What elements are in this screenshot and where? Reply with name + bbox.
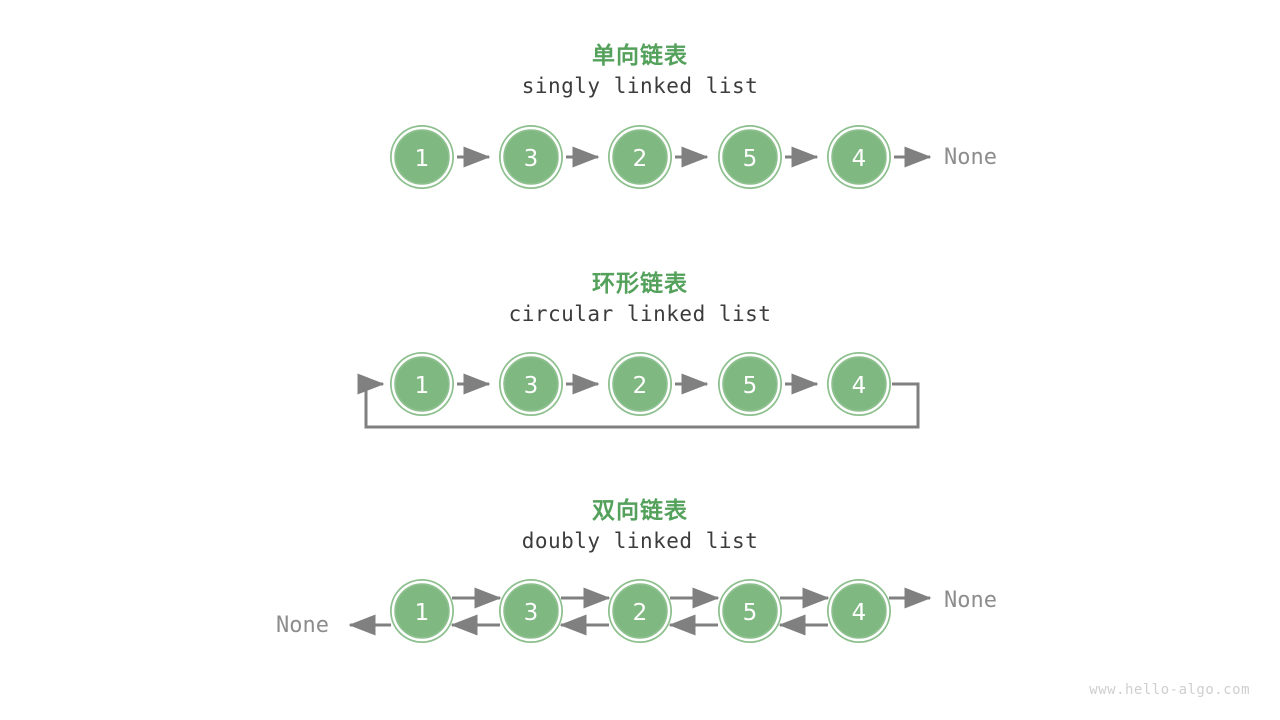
doubly-node-3: 2: [608, 579, 672, 643]
circular-node-2: 3: [499, 352, 563, 416]
node-value: 1: [415, 600, 430, 626]
node-value: 3: [524, 600, 539, 626]
node-value: 3: [524, 146, 539, 172]
watermark: www.hello-algo.com: [1089, 682, 1250, 698]
node-value: 5: [743, 146, 758, 172]
circular-loop-path: [357, 373, 920, 429]
singly-node-4: 5: [718, 125, 782, 189]
doubly-node-2: 3: [499, 579, 563, 643]
node-value: 2: [633, 146, 648, 172]
doubly-node-5: 4: [827, 579, 891, 643]
singly-section-subtitle: singly linked list: [521, 74, 759, 98]
node-value: 1: [415, 146, 430, 172]
singly-section-title: 单向链表: [592, 43, 688, 69]
node-value: 5: [743, 600, 758, 626]
singly-node-2: 3: [499, 125, 563, 189]
circular-section-subtitle: circular linked list: [508, 302, 772, 326]
node-value: 4: [852, 373, 867, 399]
doubly-section-subtitle: doubly linked list: [521, 529, 759, 553]
doubly-node-1: 1: [390, 579, 454, 643]
doubly-head-none-label: None: [276, 613, 329, 638]
doubly-node-4: 5: [718, 579, 782, 643]
circular-section-title: 环形链表: [592, 271, 688, 297]
node-value: 2: [633, 373, 648, 399]
singly-tail-none-label: None: [944, 145, 997, 170]
singly-node-3: 2: [608, 125, 672, 189]
circular-node-3: 2: [608, 352, 672, 416]
singly-node-1: 1: [390, 125, 454, 189]
node-value: 3: [524, 373, 539, 399]
circular-node-5: 4: [827, 352, 891, 416]
node-value: 1: [415, 373, 430, 399]
doubly-tail-none-label: None: [944, 588, 997, 613]
doubly-section-title: 双向链表: [592, 498, 688, 524]
node-value: 2: [633, 600, 648, 626]
circular-node-1: 1: [390, 352, 454, 416]
circular-node-4: 5: [718, 352, 782, 416]
node-value: 4: [852, 600, 867, 626]
node-value: 4: [852, 146, 867, 172]
singly-node-5: 4: [827, 125, 891, 189]
node-value: 5: [743, 373, 758, 399]
